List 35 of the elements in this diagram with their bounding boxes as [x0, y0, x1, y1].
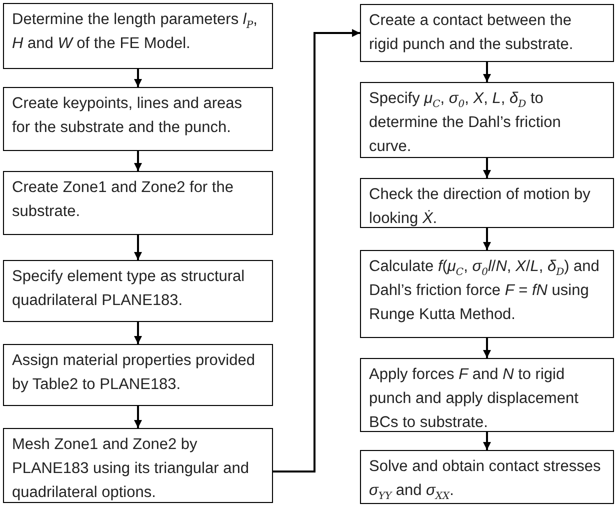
- arrow: [134, 322, 142, 344]
- arrow: [134, 406, 142, 428]
- step-text: Create Zone1 and Zone2 for the substrate.: [12, 178, 234, 222]
- step-text: Create a contact between the rigid punch and the substrate.: [369, 11, 574, 55]
- process-box: [360, 358, 614, 432]
- process-box: [3, 344, 273, 406]
- process-box: [360, 82, 614, 158]
- step-text: Check the direction of motion by looking Ẋ.: [369, 185, 592, 229]
- process-box: [3, 428, 273, 503]
- arrow: [134, 235, 142, 260]
- process-box: [360, 450, 614, 504]
- step-text: Mesh Zone1 and Zone2 by PLANE183 using its triangular and quadrilateral options.: [12, 435, 250, 503]
- step-text: Create keypoints, lines and areas for the substrate and the punch.: [12, 94, 244, 138]
- process-box: [3, 171, 273, 235]
- step-text: Assign material properties provided by Table2 to PLANE183.: [12, 351, 256, 395]
- step-text: Determine the length parameters l$_{P}$, H and W of the FE Model.: [12, 10, 258, 54]
- arrow: [483, 62, 491, 82]
- arrow: [273, 29, 360, 472]
- arrow: [483, 158, 491, 178]
- process-box: [3, 87, 273, 151]
- process-box: [3, 3, 273, 69]
- arrow: [483, 432, 491, 450]
- arrow: [483, 338, 491, 358]
- step-text: Specify element type as structural quadrilateral PLANE183.: [12, 267, 246, 311]
- process-box: [360, 250, 614, 338]
- process-box: [360, 178, 614, 228]
- arrow: [134, 69, 142, 87]
- arrow: [134, 151, 142, 171]
- step-text: Solve and obtain contact stresses σ$_{YY}$ and σ$_{XX}$.: [369, 457, 602, 503]
- process-box: [3, 260, 273, 322]
- step-text: Apply forces F and N to rigid punch and apply displacement BCs to substrate.: [369, 365, 580, 433]
- step-text: Specify μ$_{C}$, σ$_{0}$, X, L, δ$_{D}$ to determine the Dahl’s friction curve.: [369, 89, 562, 157]
- arrow: [483, 228, 491, 250]
- step-text: Calculate f(μ$_{C}$, σ$_{0}$l/N, X/L, δ$_{D}$) and Dahl’s friction force F = fN using Runge Kutta Method.: [369, 257, 600, 325]
- process-box: [360, 4, 614, 62]
